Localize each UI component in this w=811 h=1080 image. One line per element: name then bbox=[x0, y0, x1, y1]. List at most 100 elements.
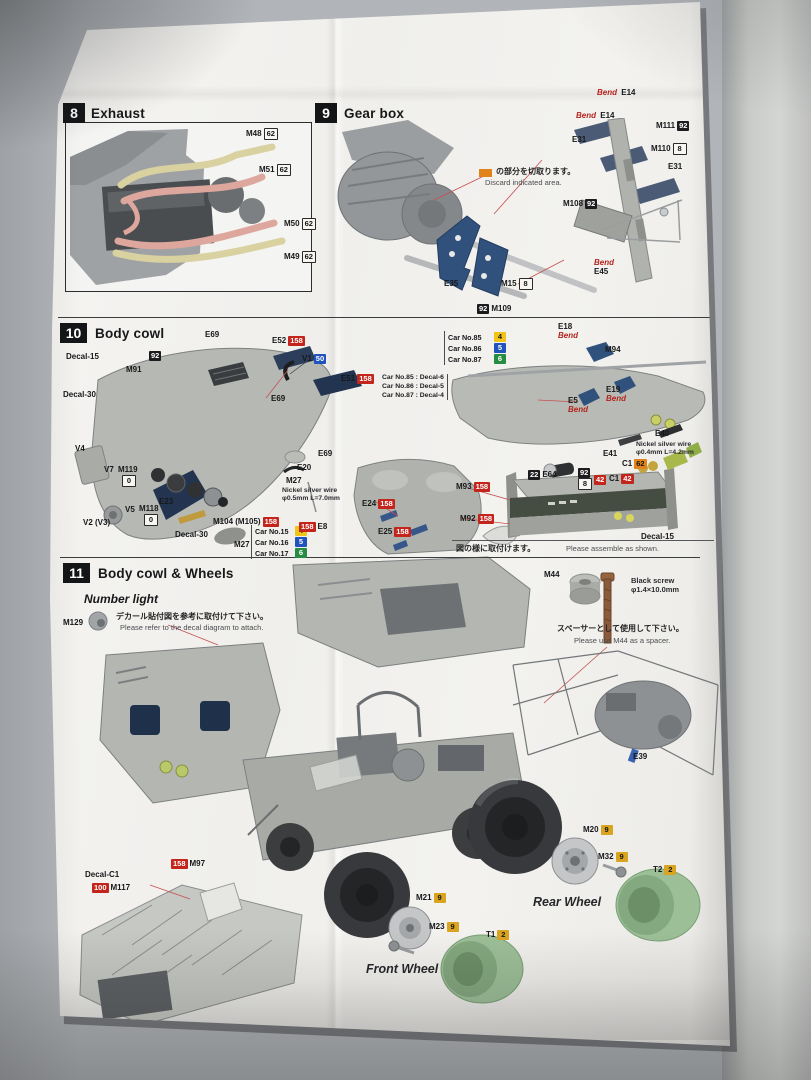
step-11-title: Body cowl & Wheels bbox=[98, 566, 234, 581]
part-label-e69-b: E69 bbox=[271, 394, 286, 403]
spacer-note-en: Please use M44 as a spacer. bbox=[574, 636, 671, 645]
part-label-e40: E40 bbox=[655, 429, 670, 438]
part-label-decal-c1: Decal-C1 bbox=[85, 870, 120, 879]
exhaust-illustration bbox=[70, 129, 286, 285]
number-light-heading: Number light bbox=[84, 592, 158, 606]
part-label-e35: E35 bbox=[444, 279, 459, 288]
assemble-note-jp: 図の様に取付けます。 bbox=[456, 544, 536, 553]
backdrop-right bbox=[722, 0, 811, 1080]
step-8-title: Exhaust bbox=[91, 106, 145, 121]
part-label-v5: V5 bbox=[125, 505, 135, 514]
badge-92-standalone: 92 bbox=[149, 351, 162, 361]
step-8-number: 8 bbox=[63, 103, 85, 123]
part-label-e69-a: E69 bbox=[205, 330, 220, 339]
step-10-number: 10 bbox=[60, 323, 87, 343]
black-screw-note: Black screw φ1.4×10.0mm bbox=[631, 576, 680, 595]
part-label-v2-v3: V2 (V3) bbox=[83, 518, 111, 527]
divider-1 bbox=[58, 317, 722, 318]
wire-note-2: Nickel silver wire φ0.4mm L=4.2mm bbox=[636, 441, 694, 457]
part-label-e41: E41 bbox=[603, 449, 618, 458]
part-label-m119: M119 bbox=[118, 465, 138, 474]
body-cowl-illustration bbox=[74, 342, 707, 555]
exhaust-diagram-box bbox=[65, 122, 312, 292]
decal-note-en: Please refer to the decal diagram to att… bbox=[120, 623, 264, 632]
wire-note-1: Nickel silver wire φ0.5mm L=7.0mm bbox=[282, 487, 340, 503]
divider-2 bbox=[60, 557, 700, 558]
part-label-m118: M118 bbox=[139, 504, 159, 513]
spacer-note-jp: スペーサーとして使用して下さい。 bbox=[557, 624, 684, 633]
part-label-e23: E23 bbox=[159, 497, 174, 506]
step-10-title: Body cowl bbox=[95, 326, 165, 341]
part-label-e20: E20 bbox=[297, 463, 312, 472]
part-label-decal15-a: Decal-15 bbox=[66, 352, 99, 361]
discard-note-en: Discard indicated area. bbox=[485, 178, 562, 187]
discard-note-jp: の部分を切取ります。 bbox=[496, 167, 576, 176]
badge-0-m118: 0 bbox=[144, 514, 158, 526]
part-label-m27-b: M27 bbox=[286, 476, 302, 485]
part-label-m44: M44 bbox=[544, 570, 560, 579]
badge-0-m119: 0 bbox=[122, 475, 136, 487]
rear-wheel-label: Rear Wheel bbox=[533, 895, 602, 909]
divider-assemble bbox=[452, 540, 714, 541]
part-label-e14-b: Bend E14 bbox=[576, 111, 615, 120]
part-label-e69-c: E69 bbox=[318, 449, 333, 458]
part-label-decal30-a: Decal-30 bbox=[63, 390, 96, 399]
part-label-v4: V4 bbox=[75, 444, 85, 453]
paper-crease-horizontal bbox=[50, 86, 730, 102]
part-label-m94: M94 bbox=[605, 345, 621, 354]
badge-8-b: 8 bbox=[578, 478, 592, 490]
part-label-decal15-b: Decal-15 bbox=[641, 532, 674, 541]
part-label-e31-a: E31 bbox=[572, 135, 587, 144]
part-label-e39: E39 bbox=[633, 752, 648, 761]
part-label-decal30-b: Decal-30 bbox=[175, 530, 208, 539]
front-wheel-label: Front Wheel bbox=[366, 962, 439, 976]
step-9-title: Gear box bbox=[344, 106, 405, 121]
assemble-note-en: Please assemble as shown. bbox=[566, 544, 659, 553]
badge-92-b: 92 bbox=[578, 468, 591, 478]
badge-42-standalone: 42 bbox=[594, 475, 607, 485]
decal-note-jp: デカール貼付図を参考に取付けて下さい。 bbox=[116, 612, 268, 621]
part-label-m129: M129 bbox=[63, 618, 84, 627]
part-label-m91: M91 bbox=[126, 365, 142, 374]
part-label-e14-a: Bend E14 bbox=[597, 88, 636, 97]
discard-color-swatch bbox=[479, 169, 492, 177]
part-label-v7: V7 bbox=[104, 465, 114, 474]
part-label-m27-a: M27 bbox=[234, 540, 250, 549]
step-11-number: 11 bbox=[63, 563, 90, 583]
step-9-number: 9 bbox=[315, 103, 337, 123]
